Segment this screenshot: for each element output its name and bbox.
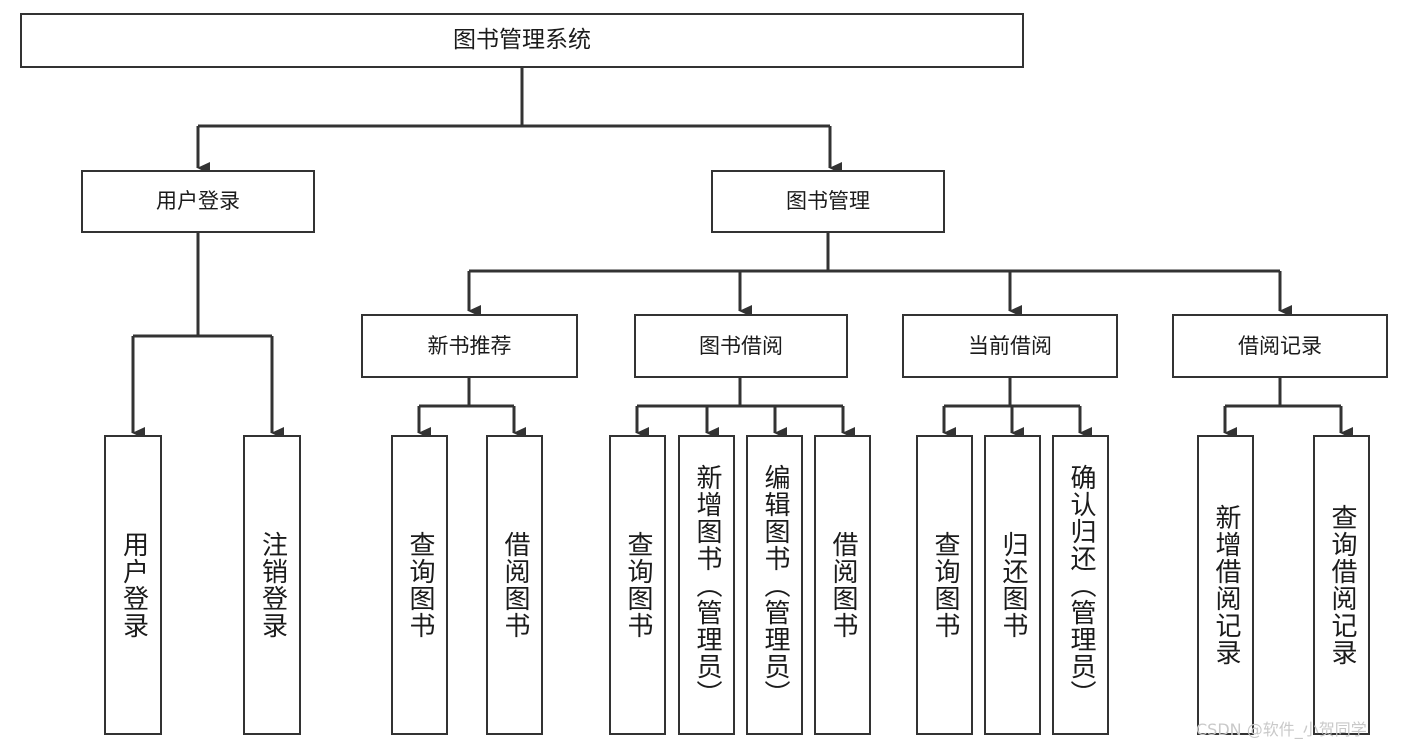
node-leaf-query-record-label: 查询借阅记录: [1327, 504, 1358, 666]
node-root-label: 图书管理系统: [453, 27, 591, 54]
node-leaf-user-login-label: 用户登录: [118, 531, 149, 639]
watermark-text: CSDN @软件_小贺同学: [1196, 720, 1367, 739]
node-leaf-borrow-book-1-label: 借阅图书: [500, 531, 531, 639]
node-leaf-query-book-1-label: 查询图书: [405, 531, 436, 639]
node-leaf-query-book-1[interactable]: 查询图书: [391, 435, 448, 735]
node-book-borrow[interactable]: 图书借阅: [634, 314, 848, 378]
node-leaf-query-record[interactable]: 查询借阅记录: [1313, 435, 1370, 735]
node-leaf-query-book-2-label: 查询图书: [623, 531, 654, 639]
node-leaf-logout-login[interactable]: 注销登录: [243, 435, 301, 735]
node-book-borrow-label: 图书借阅: [699, 333, 783, 358]
node-book-manage-label: 图书管理: [786, 189, 870, 214]
node-leaf-logout-login-label: 注销登录: [257, 531, 288, 639]
node-leaf-query-book-2[interactable]: 查询图书: [609, 435, 666, 735]
node-leaf-query-book-3-label: 查询图书: [930, 531, 961, 639]
node-leaf-confirm-return-label: 确认归还（管理员）: [1066, 463, 1097, 707]
node-current-borrow-label: 当前借阅: [968, 333, 1052, 358]
node-leaf-edit-book-label: 编辑图书（管理员）: [760, 463, 791, 707]
node-leaf-add-book[interactable]: 新增图书（管理员）: [678, 435, 735, 735]
node-leaf-confirm-return[interactable]: 确认归还（管理员）: [1052, 435, 1109, 735]
node-leaf-borrow-book-1[interactable]: 借阅图书: [486, 435, 543, 735]
node-leaf-user-login[interactable]: 用户登录: [104, 435, 162, 735]
node-leaf-add-book-label: 新增图书（管理员）: [692, 463, 723, 707]
node-leaf-add-record-label: 新增借阅记录: [1211, 504, 1242, 666]
node-borrow-record-label: 借阅记录: [1238, 333, 1322, 358]
node-user-login-label: 用户登录: [156, 189, 240, 214]
node-root[interactable]: 图书管理系统: [20, 13, 1024, 68]
node-borrow-record[interactable]: 借阅记录: [1172, 314, 1388, 378]
node-leaf-borrow-book-2[interactable]: 借阅图书: [814, 435, 871, 735]
node-leaf-return-book-label: 归还图书: [998, 531, 1029, 639]
node-user-login[interactable]: 用户登录: [81, 170, 315, 233]
node-current-borrow[interactable]: 当前借阅: [902, 314, 1118, 378]
node-new-book-recommend[interactable]: 新书推荐: [361, 314, 578, 378]
node-leaf-borrow-book-2-label: 借阅图书: [828, 531, 859, 639]
node-leaf-add-record[interactable]: 新增借阅记录: [1197, 435, 1254, 735]
node-leaf-edit-book[interactable]: 编辑图书（管理员）: [746, 435, 803, 735]
node-book-manage[interactable]: 图书管理: [711, 170, 945, 233]
node-new-book-recommend-label: 新书推荐: [427, 333, 512, 358]
node-leaf-return-book[interactable]: 归还图书: [984, 435, 1041, 735]
node-leaf-query-book-3[interactable]: 查询图书: [916, 435, 973, 735]
